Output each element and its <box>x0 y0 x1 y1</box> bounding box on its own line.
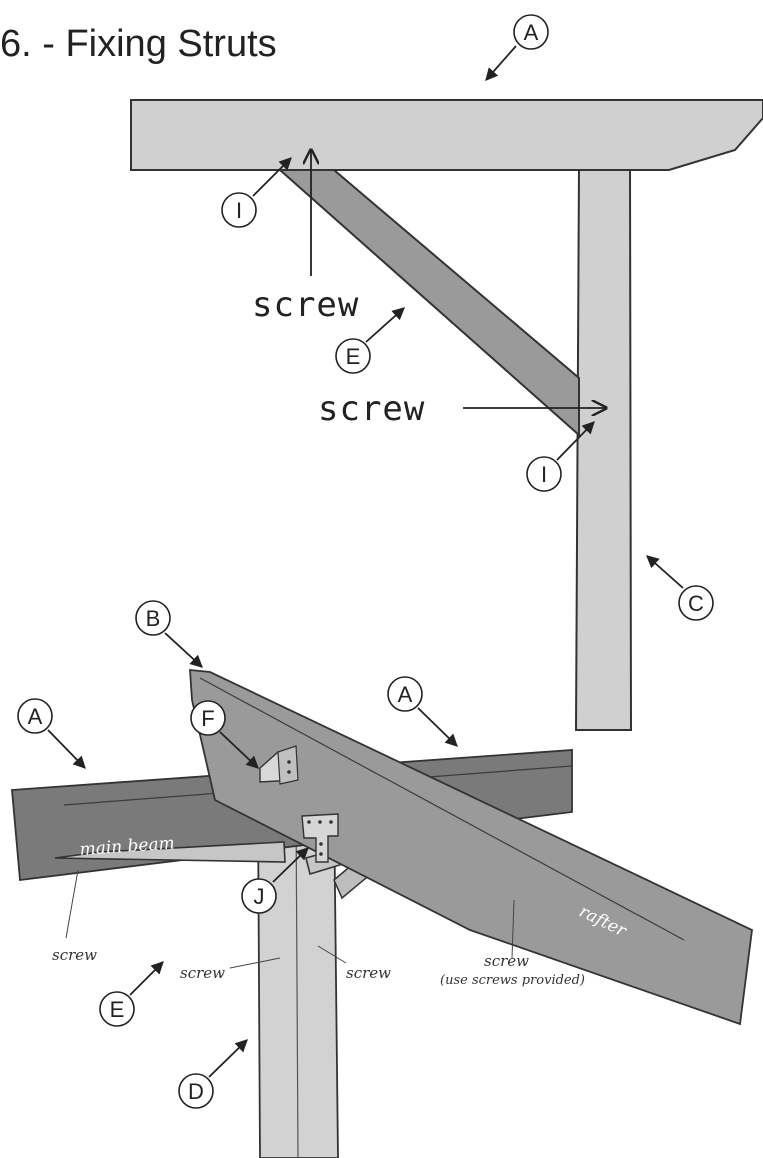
callout-c-text: C <box>688 591 704 616</box>
bracket-f-hole-1 <box>287 760 291 764</box>
callout-a-top <box>513 14 549 50</box>
callout-a-left-leader <box>47 729 86 769</box>
callout-i-bottom-text: I <box>541 462 547 487</box>
callout-a-right <box>387 676 423 712</box>
post-d-edge <box>295 804 299 1158</box>
strut-e-left <box>54 841 286 863</box>
callout-f <box>190 700 226 736</box>
plate-bracket-j <box>301 813 339 863</box>
beam-a <box>130 99 763 171</box>
callout-a-right-leader <box>417 707 458 747</box>
screw-mid-right-leader <box>317 945 347 964</box>
screw-mid-left-label: screw <box>180 964 225 982</box>
plate-bracket-hole-3 <box>329 820 333 824</box>
screw-mid-left-leader <box>229 957 281 969</box>
callout-c <box>678 585 714 621</box>
callout-a-top-text: A <box>524 20 539 45</box>
callout-i-top-text: I <box>236 198 242 223</box>
callout-i-top-leader <box>252 157 292 197</box>
callout-j <box>241 878 277 914</box>
screw-left-leader <box>65 869 79 939</box>
callout-e-bottom-leader <box>129 961 164 996</box>
callout-d-text: D <box>188 1079 204 1104</box>
callout-b-leader <box>164 632 203 668</box>
callout-j-text: J <box>254 884 265 909</box>
callout-e-top <box>335 338 371 374</box>
callout-f-text: F <box>201 706 214 731</box>
bracket-f-hole-2 <box>287 770 291 774</box>
diagram-title: 6. - Fixing Struts <box>0 23 277 65</box>
screw-label-bottom: screw <box>318 389 425 429</box>
screw-label-top: screw <box>252 285 359 325</box>
callout-a-left-text: A <box>28 704 43 729</box>
screw-note-label: (use screws provided) <box>440 973 585 988</box>
callout-a-top-leader <box>485 45 517 81</box>
callout-e-top-leader <box>365 307 405 343</box>
callout-f-leader <box>219 731 259 769</box>
post-c <box>574 165 633 731</box>
callout-i-bottom-leader <box>556 421 595 461</box>
bottom-view: main beam rafter screw screw screw screw… <box>11 600 753 1158</box>
plate-bracket-hole-1 <box>307 820 311 824</box>
callout-i-bottom <box>526 456 562 492</box>
callout-e-top-text: E <box>346 344 361 369</box>
callout-b-text: B <box>146 606 161 631</box>
screw-right-label: screw <box>484 952 529 970</box>
callout-j-leader <box>272 847 309 883</box>
rafter-edge <box>199 677 685 941</box>
callout-c-leader <box>646 555 684 589</box>
callout-a-right-text: A <box>398 682 413 707</box>
callout-d <box>178 1073 214 1109</box>
plate-bracket-hole-4 <box>319 842 323 846</box>
screw-left-label: screw <box>52 946 97 964</box>
screw-right-leader <box>511 899 515 959</box>
screw-mid-right-label: screw <box>346 964 391 982</box>
plate-bracket-hole-2 <box>318 820 322 824</box>
callout-i-top <box>221 192 257 228</box>
strut-e <box>277 169 580 438</box>
callout-a-left <box>17 698 53 734</box>
callout-b <box>135 600 171 636</box>
callout-e-bottom-text: E <box>110 997 125 1022</box>
callout-e-bottom <box>99 991 135 1027</box>
plate-bracket-hole-5 <box>319 852 323 856</box>
callout-d-leader <box>208 1039 248 1078</box>
top-view: screw screw A I E I C <box>130 14 763 731</box>
bracket-f-vertical <box>277 745 299 785</box>
